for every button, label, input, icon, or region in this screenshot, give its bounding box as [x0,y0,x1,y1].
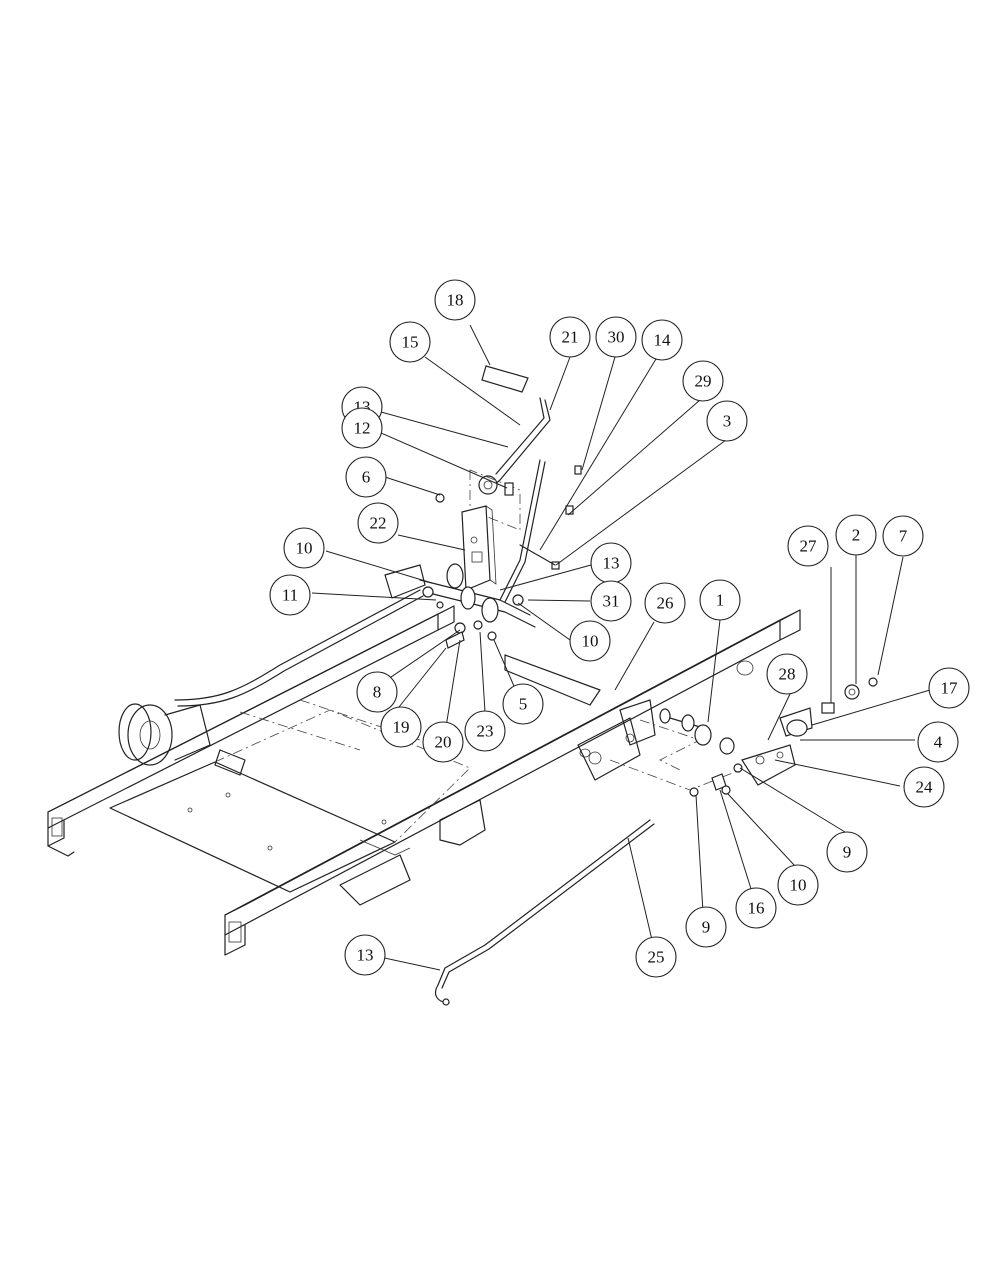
callout-balloon: 24 [903,766,945,808]
svg-text:22: 22 [370,514,387,533]
pedal-lever-assembly [469,365,582,603]
svg-text:2: 2 [852,526,861,545]
callout-balloon: 27 [787,525,829,567]
callout-balloon: 10 [283,527,325,569]
callout-balloon: 9 [826,831,868,873]
callout-balloon: 22 [357,502,399,544]
callout-balloon: 14 [641,319,683,361]
callout-balloon: 18 [434,279,476,321]
callout-balloon: 11 [269,574,311,616]
svg-text:20: 20 [435,733,452,752]
svg-text:18: 18 [447,291,464,310]
callout-balloon: 8 [356,671,398,713]
callout-balloon: 12 [341,407,383,449]
callout-balloon: 10 [777,864,819,906]
svg-text:1: 1 [716,591,725,610]
svg-text:14: 14 [654,331,672,350]
svg-text:11: 11 [282,586,298,605]
svg-text:23: 23 [477,722,494,741]
callout-balloon: 25 [635,936,677,978]
callout-balloon: 19 [380,706,422,748]
wheel-hub-assembly [118,703,246,776]
svg-text:7: 7 [899,527,908,546]
svg-text:28: 28 [779,665,796,684]
callout-balloon: 7 [882,515,924,557]
svg-text:17: 17 [941,679,959,698]
callout-balloon: 26 [644,582,686,624]
callout-balloon: 23 [464,710,506,752]
frame-left-rail [47,605,455,857]
svg-text:9: 9 [702,918,711,937]
svg-text:27: 27 [800,537,818,556]
svg-text:24: 24 [916,778,934,797]
svg-text:13: 13 [357,946,374,965]
svg-text:21: 21 [562,328,579,347]
callout-balloon: 31 [590,580,632,622]
lower-control-rod [434,819,655,1006]
callout-balloon: 21 [549,316,591,358]
frame-right-rail [224,609,801,956]
svg-text:10: 10 [790,876,807,895]
svg-text:30: 30 [608,328,625,347]
callout-balloon: 16 [735,887,777,929]
callout-balloon: 13 [590,542,632,584]
callout-balloon: 13 [344,934,386,976]
svg-text:29: 29 [695,372,712,391]
svg-text:10: 10 [582,632,599,651]
callout-balloon: 3 [706,400,748,442]
callout-balloon: 6 [345,456,387,498]
svg-text:10: 10 [296,539,313,558]
svg-text:12: 12 [354,419,371,438]
vertical-bracket [435,493,497,591]
callout-balloon: 10 [569,620,611,662]
svg-text:6: 6 [362,468,371,487]
callout-balloons: 18 15 21 30 14 13 29 12 3 6 22 27 2 7 10… [269,279,970,978]
svg-text:16: 16 [748,899,765,918]
callout-balloon: 4 [917,721,959,763]
callout-balloon: 29 [682,360,724,402]
svg-text:5: 5 [519,695,528,714]
svg-text:25: 25 [648,948,665,967]
callout-balloon: 15 [389,321,431,363]
right-linkage-parts [659,677,878,797]
svg-text:31: 31 [603,592,620,611]
callout-balloon: 2 [835,514,877,556]
svg-text:13: 13 [603,554,620,573]
callout-balloon: 30 [595,316,637,358]
callout-balloon: 17 [928,667,970,709]
svg-text:3: 3 [723,412,732,431]
svg-text:9: 9 [843,843,852,862]
callout-balloon: 5 [502,683,544,725]
svg-text:8: 8 [373,683,382,702]
svg-text:19: 19 [393,718,410,737]
svg-text:26: 26 [657,594,674,613]
pivot-shaft-cluster [384,563,536,649]
leader-lines [311,324,931,971]
callout-balloon: 9 [685,906,727,948]
callout-balloon: 20 [422,721,464,763]
callout-balloon: 28 [766,653,808,695]
svg-text:4: 4 [934,733,943,752]
left-cable-rod [174,589,424,707]
svg-text:15: 15 [402,333,419,352]
callout-balloon: 1 [699,579,741,621]
